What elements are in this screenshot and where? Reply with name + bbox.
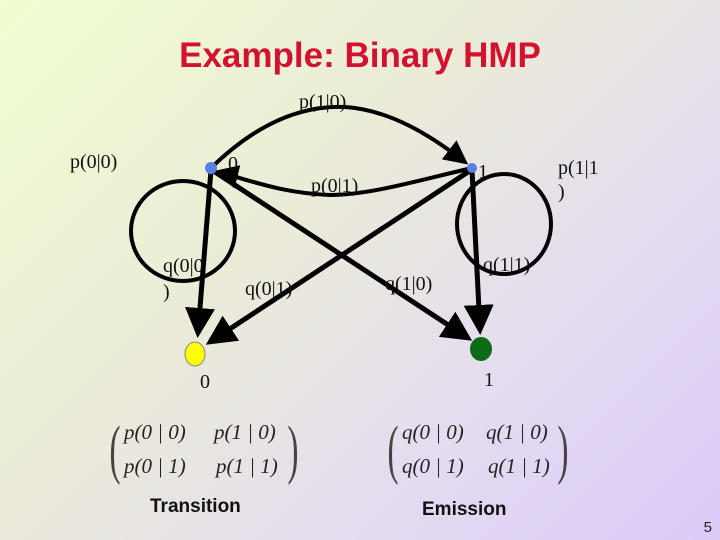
observation-0-node [184,341,206,367]
observation-1-label: 1 [484,369,494,391]
emission-caption: Emission [422,499,507,520]
right-paren: ) [557,413,569,486]
self-loop-p00 [129,179,237,283]
slide-title: Example: Binary HMP [179,36,541,75]
hidden-state-1-node [467,163,477,173]
left-paren: ( [109,413,121,486]
arc-p10 [209,104,469,170]
label-p11-line1: p(1|1 [558,157,599,179]
label-p11-line2: ) [558,181,565,203]
matrix-cell: q(0 | 1) [402,454,464,478]
hidden-state-1-label: 1 [478,161,488,183]
matrix-cell: p(1 | 1) [216,454,278,478]
emission-matrix: ( q(0 | 0) q(1 | 0) q(0 | 1) q(1 | 1) ) [387,414,568,486]
label-q01: q(0|1) [245,278,293,300]
arc-p01 [214,165,473,198]
right-paren: ) [287,413,299,486]
label-q00-line1: q(0|0 [163,255,204,277]
left-paren: ( [387,413,399,486]
matrix-cell: p(0 | 0) [124,420,186,444]
arrow-q11 [463,169,494,335]
matrix-cell: q(1 | 0) [486,420,548,444]
label-p00: p(0|0) [70,151,118,173]
matrix-cell: p(0 | 1) [124,454,186,478]
label-p10: p(1|0) [299,91,347,113]
matrix-cell: p(1 | 0) [214,420,276,444]
self-loop-p11 [455,172,553,276]
arrow-q01 [205,167,473,345]
hidden-state-0-node [205,162,217,174]
matrix-cell: q(0 | 0) [402,420,464,444]
matrix-cell: q(1 | 1) [488,454,550,478]
hidden-state-0-label: 0 [228,153,238,175]
label-q00-line2: ) [163,281,170,303]
observation-1-node [470,337,492,361]
label-q10: q(1|0) [385,273,433,295]
observation-0-label: 0 [200,371,210,393]
transition-caption: Transition [150,496,241,517]
page-number: 5 [703,519,712,536]
arrow-q00 [185,169,215,338]
label-q11: q(1|1) [483,254,531,276]
label-p01: p(0|1) [311,175,359,197]
transition-matrix: ( p(0 | 0) p(1 | 0) p(0 | 1) p(1 | 1) ) [109,414,298,486]
